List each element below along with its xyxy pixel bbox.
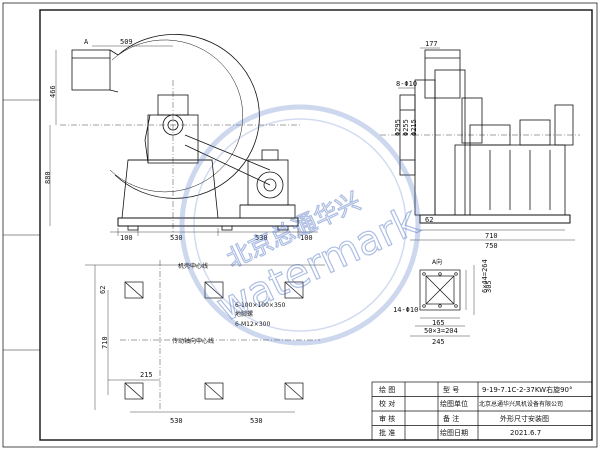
dim-side-outer: 750: [485, 242, 498, 250]
plan-view: [85, 260, 325, 413]
dim-side-small: 62: [425, 216, 433, 224]
side-bolt-label: 8-Φ10: [396, 80, 417, 88]
tb-r4-k2: 绘图日期: [440, 428, 468, 437]
tb-r3-k2: 备 注: [443, 414, 459, 423]
dim-side-top: 177: [425, 40, 438, 48]
dim-base-4: 100: [300, 234, 313, 242]
outlet-view: [410, 265, 475, 337]
tb-r1-k2: 型 号: [443, 385, 459, 394]
plan-dim-offset: 215: [140, 371, 153, 379]
dim-base-1: 100: [120, 234, 133, 242]
tb-r2-k2: 绘图单位: [440, 399, 468, 408]
tb-r2-k1: 校 对: [379, 399, 395, 408]
dim-base-2: 530: [170, 234, 183, 242]
dim-front-lower: 880: [44, 171, 52, 184]
side-view: [380, 47, 580, 241]
plan-dim-top: 62: [99, 286, 107, 294]
side-flange-dim-3: Φ215: [410, 119, 418, 136]
plan-grout-label: 地脚螺: [235, 310, 253, 318]
tb-r3-k1: 审 核: [379, 414, 395, 423]
plan-pit-size: 6-100×100×350: [235, 302, 286, 309]
tb-r2-v: 北京总通华兴风机设备有限公司: [479, 400, 563, 408]
outlet-dim-right-2: 305: [485, 280, 493, 293]
plan-dim-bottom-2: 530: [250, 417, 263, 425]
dim-side-inner: 710: [485, 232, 498, 240]
title-block: [371, 381, 593, 441]
outlet-dim-right-1: 6×44=264: [481, 259, 489, 293]
front-view: [49, 33, 318, 236]
tb-r4-v: 2021.6.7: [510, 429, 541, 437]
label-a-front: A: [84, 38, 89, 46]
dim-front-upper: 466: [49, 85, 57, 98]
outlet-dim-bottom-2: 50×3=204: [424, 327, 458, 335]
plan-dim-bottom-1: 530: [170, 417, 183, 425]
side-flange-dim-1: Φ295: [394, 119, 402, 136]
tb-r3-v: 外形尺寸安装图: [500, 414, 549, 423]
inner-border: [39, 9, 593, 441]
tb-r1-v: 9-19-7.1C-2-37KW右旋90°: [482, 385, 573, 394]
plan-bolt-spec: 6-M12×300: [235, 321, 270, 328]
plan-motor-centerline: 机壳中心线: [178, 262, 208, 270]
outlet-label: A向: [432, 258, 442, 266]
outlet-dim-bottom-1: 165: [432, 319, 445, 327]
dim-front-top: 509: [120, 38, 133, 46]
tb-r1-k1: 绘 图: [379, 385, 395, 394]
outlet-bolt-label: 14-Φ10: [393, 306, 418, 314]
outlet-dim-bottom-3: 245: [432, 338, 445, 346]
watermark: 北京总通华兴 watermark: [179, 104, 427, 346]
side-flange-dim-2: Φ255: [402, 119, 410, 136]
dim-base-3: 530: [255, 234, 268, 242]
plan-dim-left: 710: [101, 336, 109, 349]
plan-drive-centerline: 传动轴向中心线: [172, 337, 214, 345]
tb-r4-k1: 批 准: [379, 428, 395, 437]
